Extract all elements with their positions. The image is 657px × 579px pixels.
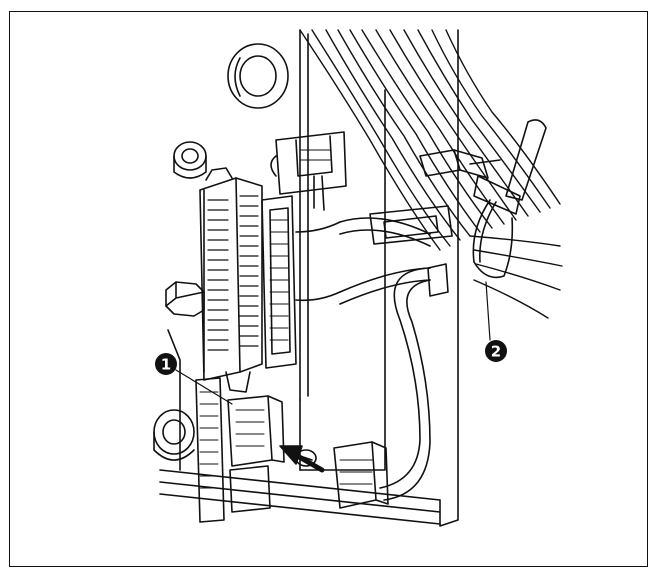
cable-clamp-lower — [427, 263, 449, 297]
callout-1-label: 1 — [161, 356, 171, 374]
loop-wire — [339, 217, 431, 501]
wire-harness-outgoing — [469, 235, 563, 319]
receptacle-connector — [227, 395, 285, 513]
cable-clamp-middle — [369, 205, 453, 245]
cable-tie — [472, 119, 547, 279]
side-connector — [195, 377, 225, 523]
ribbon-connector — [261, 195, 341, 369]
diagram-frame — [9, 11, 648, 567]
leader-lines — [175, 281, 491, 405]
callout-1: 1 — [155, 353, 177, 375]
rubber-grommet — [227, 43, 289, 109]
insertion-arrow-icon — [279, 445, 325, 473]
round-spacer — [173, 141, 207, 179]
round-spacer-lower — [153, 409, 195, 461]
plug-connector — [333, 441, 389, 509]
panel-plate — [159, 29, 459, 527]
callout-2-label: 2 — [491, 343, 501, 361]
cable-clamp-upper — [419, 149, 501, 179]
pcb-connector-large — [199, 167, 263, 393]
callout-2: 2 — [485, 340, 507, 362]
top-connector — [270, 131, 347, 211]
